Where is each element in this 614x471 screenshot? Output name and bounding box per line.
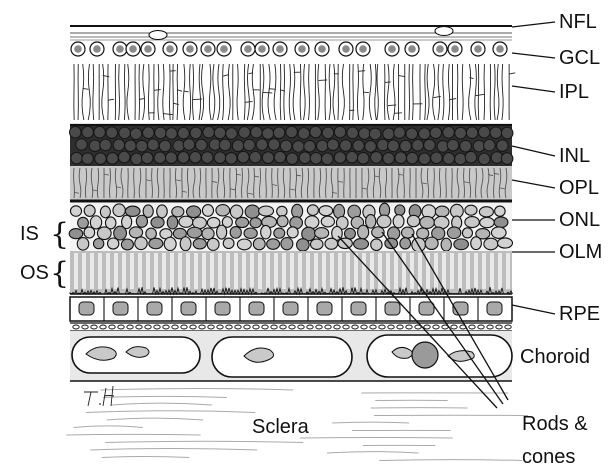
label-ipl: IPL	[559, 81, 589, 103]
label-rpe: RPE	[559, 303, 600, 325]
label-os: OS	[20, 262, 49, 284]
photoreceptor-layer	[70, 251, 513, 294]
label-rods-cones-line1: Rods &	[522, 413, 588, 435]
label-sclera: Sclera	[252, 416, 310, 438]
gcl-layer	[71, 42, 507, 56]
is-brace: {	[50, 217, 69, 252]
opl-layer	[70, 166, 512, 201]
inl-layer	[69, 125, 512, 166]
label-olm: OLM	[559, 241, 602, 263]
label-gcl: GCL	[559, 47, 600, 69]
retina-artwork	[66, 26, 528, 461]
label-choroid: Choroid	[520, 346, 590, 368]
os-brace: {	[50, 256, 69, 291]
choroid-layer	[70, 331, 512, 381]
artist-signature	[84, 386, 114, 406]
label-onl: ONL	[559, 209, 600, 231]
label-nfl: NFL	[559, 11, 597, 33]
label-inl: INL	[559, 145, 590, 167]
rpe-layer	[70, 297, 512, 331]
label-opl: OPL	[559, 177, 599, 199]
onl-layer	[69, 203, 512, 252]
ipl-layer	[74, 64, 515, 120]
label-is: IS	[20, 223, 39, 245]
label-rods-cones-line2: cones	[522, 446, 575, 468]
nfl-layer	[70, 26, 512, 40]
